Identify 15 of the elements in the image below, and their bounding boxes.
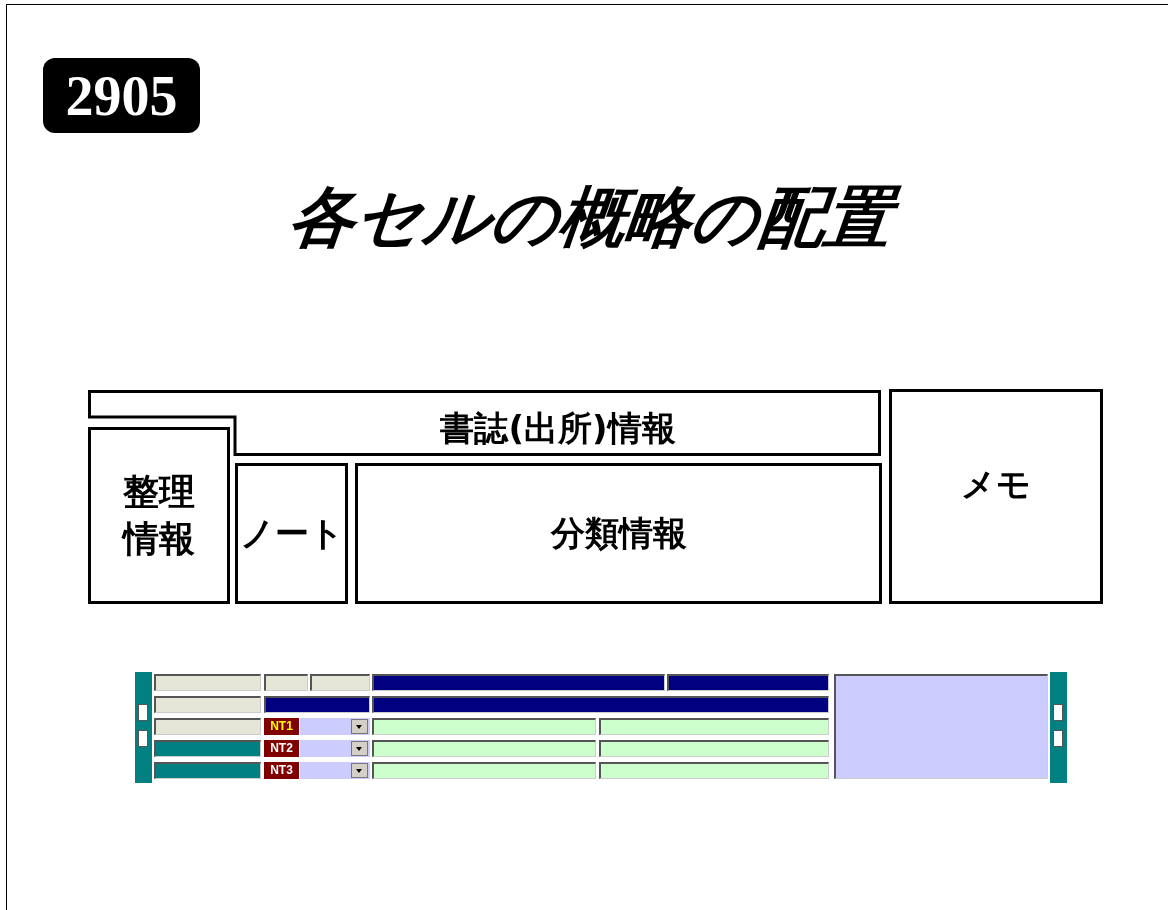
stepped-heading-box	[88, 390, 881, 456]
cell-label: 書誌(出所)情報	[440, 406, 676, 450]
title: 各セルの概略の配置	[144, 168, 1036, 268]
cell-box	[235, 463, 348, 604]
cell-box	[355, 463, 882, 604]
cell-label: メモ	[961, 463, 1031, 507]
cell-box	[88, 427, 230, 604]
tag-label: NT1	[264, 718, 299, 735]
cell-label: ノート	[239, 512, 344, 556]
cell-box	[889, 389, 1103, 604]
number-badge: 2905	[43, 58, 200, 133]
cell-label: 分類情報	[550, 512, 687, 556]
cell-label: 整理情報	[120, 469, 196, 561]
tag-label: NT2	[264, 740, 299, 757]
tag-label: NT3	[264, 762, 299, 779]
